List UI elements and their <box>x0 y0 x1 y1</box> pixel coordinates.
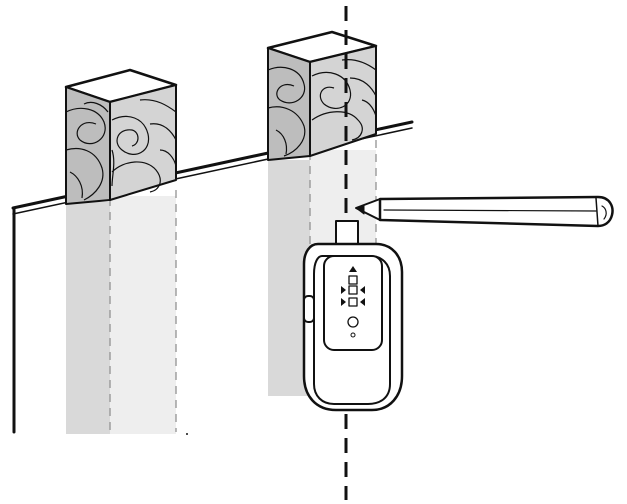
square-icon <box>348 275 358 285</box>
small-dot-icon <box>350 332 356 338</box>
device-marker-nub <box>335 220 359 246</box>
right-left-triangles-icon-2 <box>341 297 365 307</box>
left-stud-grain <box>65 99 177 201</box>
right-stud-front-right <box>309 45 377 157</box>
right-left-triangles-icon <box>341 285 365 295</box>
left-stud-shadow-dark <box>66 202 110 434</box>
right-stud <box>266 30 378 161</box>
left-stud-shadow-light <box>110 196 176 434</box>
left-stud-front-right <box>109 84 177 201</box>
up-triangle-icon <box>349 266 357 272</box>
pencil-icon <box>355 195 614 228</box>
right-stud-front-left <box>267 47 311 161</box>
circle-icon <box>347 316 359 328</box>
left-stud <box>64 68 178 205</box>
side-button <box>303 295 315 323</box>
left-stud-front-left <box>65 86 111 205</box>
stud-finder-device <box>302 220 404 412</box>
